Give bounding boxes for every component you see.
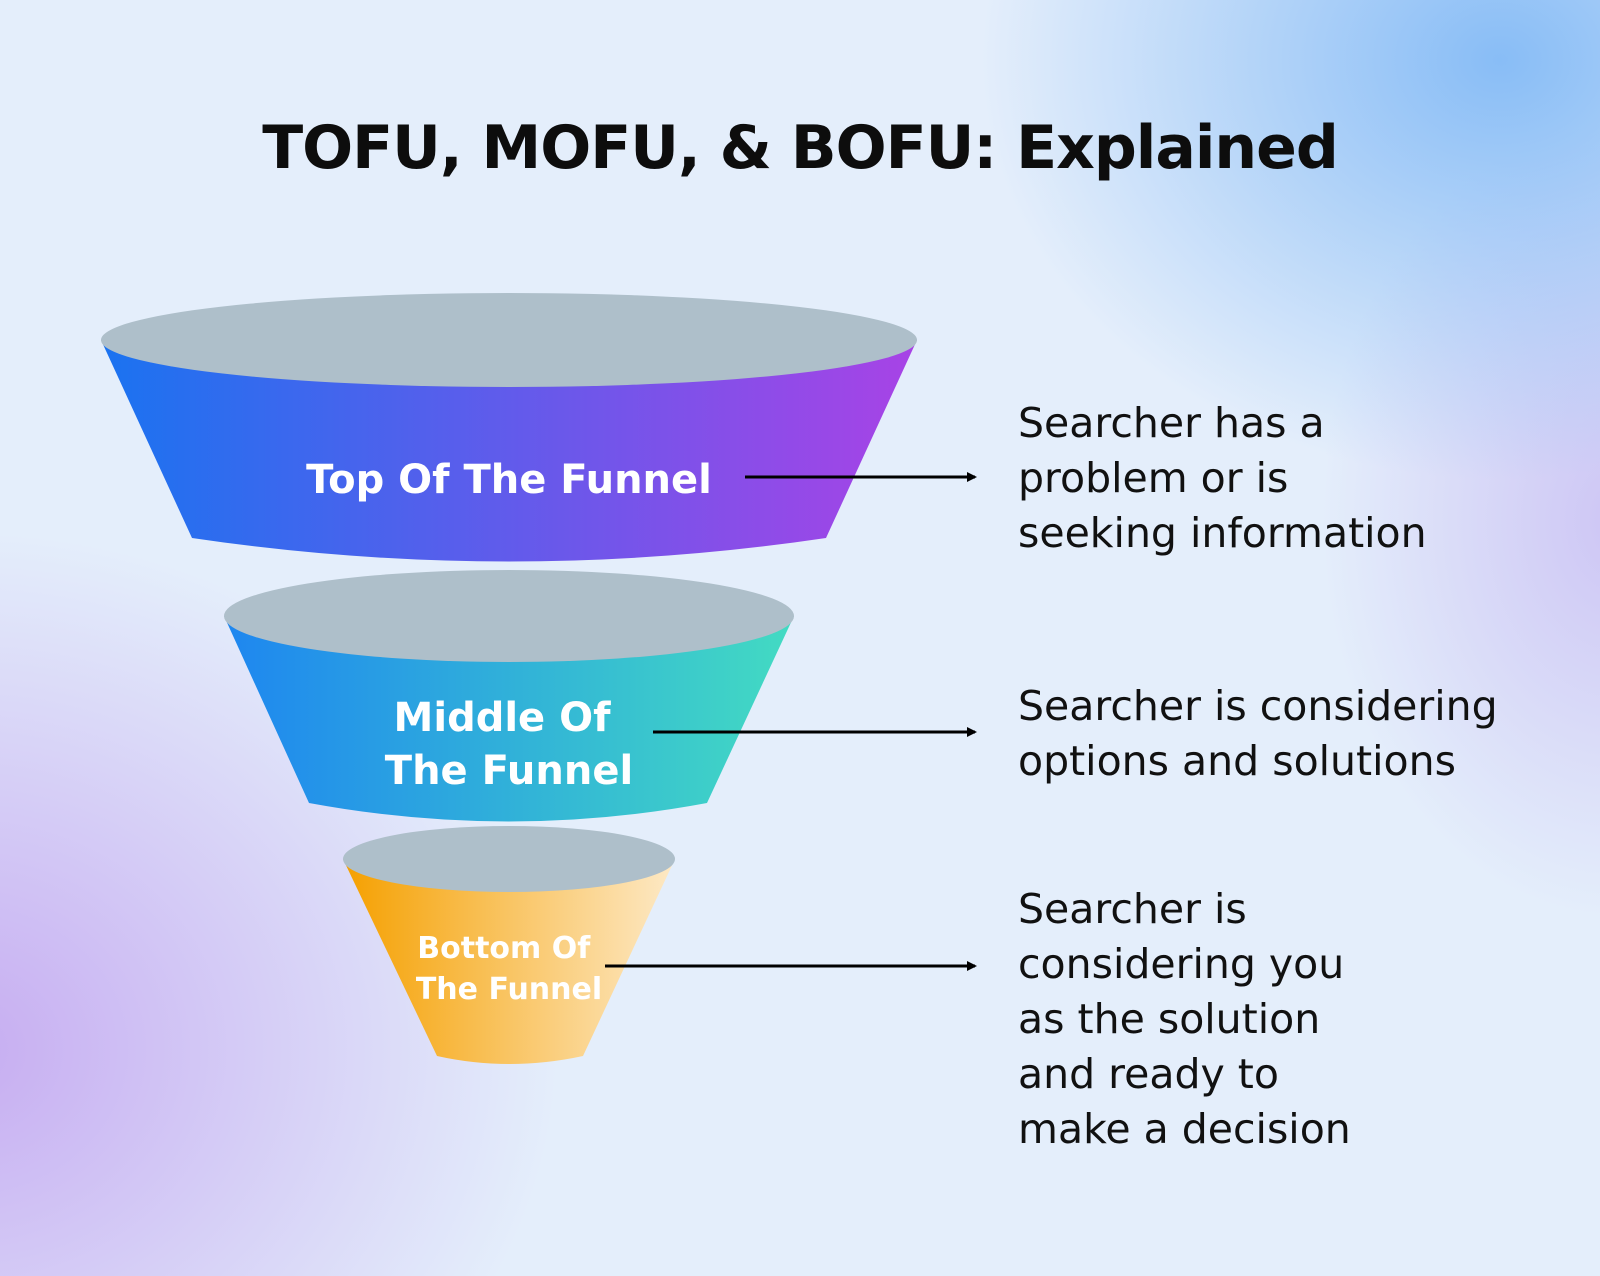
funnel-stage-top: Top Of The Funnel — [101, 293, 917, 562]
funnel-stage-bottom: Bottom Of The Funnel — [343, 826, 675, 1064]
funnel-body-top — [101, 340, 917, 562]
funnel-label-middle: Middle Of The Funnel — [385, 695, 633, 794]
description-middle: Searcher is considering options and solu… — [1018, 682, 1511, 785]
funnel-label-top: Top Of The Funnel — [306, 457, 712, 503]
funnel-body-bottom — [343, 859, 675, 1064]
funnel-label-bottom: Bottom Of The Funnel — [416, 931, 602, 1007]
funnel-body-middle — [224, 616, 794, 822]
description-bottom: Searcher is considering you as the solut… — [1018, 885, 1357, 1153]
page-title: TOFU, MOFU, & BOFU: Explained — [262, 113, 1338, 183]
funnel-rim-middle — [224, 570, 794, 662]
description-top: Searcher has a problem or is seeking inf… — [1018, 399, 1427, 557]
funnel-rim-bottom — [343, 826, 675, 892]
funnel-rim-top — [101, 293, 917, 387]
funnel-stage-middle: Middle Of The Funnel — [224, 570, 794, 822]
